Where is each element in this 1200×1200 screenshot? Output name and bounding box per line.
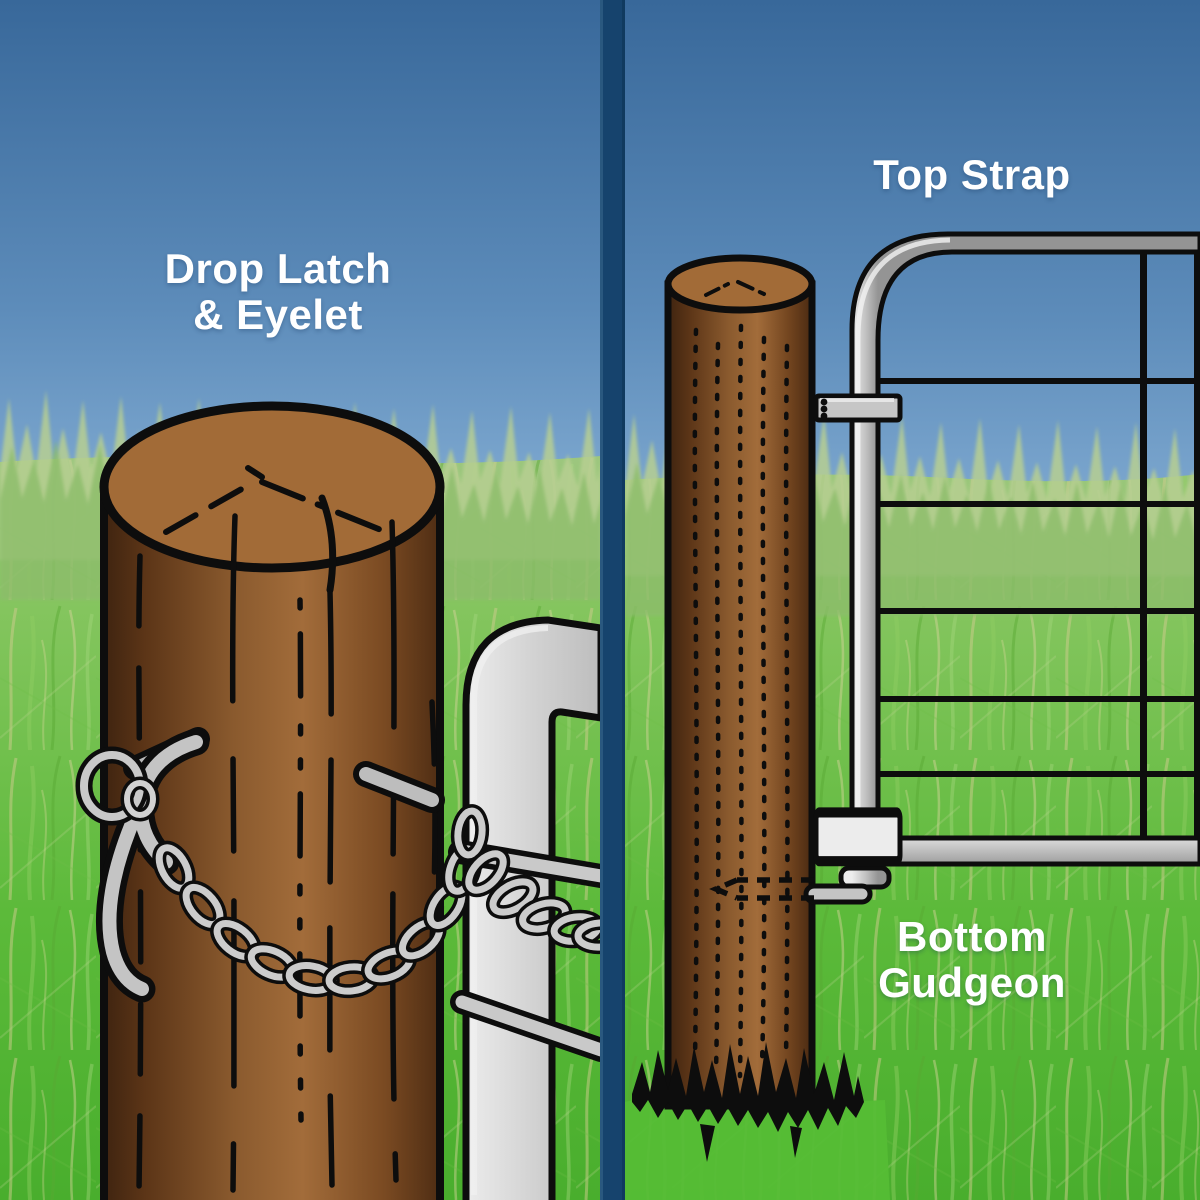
top-strap bbox=[813, 393, 903, 867]
top-strap-label: Top Strap bbox=[873, 151, 1071, 198]
right-post-wood-grain bbox=[692, 323, 790, 1079]
gate-bars bbox=[874, 240, 1200, 862]
chain bbox=[152, 804, 490, 999]
right-panel bbox=[624, 0, 1200, 1200]
bottom-gudgeon-label-line2: Gudgeon bbox=[878, 959, 1066, 1006]
grass-patch bbox=[624, 1093, 890, 1200]
bottom-gudgeon-label-line1: Bottom bbox=[897, 913, 1047, 960]
gate-edge-brace bbox=[1194, 240, 1200, 862]
bottom-gudgeon-label: Bottom Gudgeon bbox=[878, 914, 1066, 1006]
gudgeon-pin-hidden bbox=[709, 877, 814, 901]
drop-latch-label-line1: Drop Latch bbox=[164, 245, 392, 292]
gate-bottom-rail bbox=[861, 835, 1200, 867]
right-fence-post bbox=[664, 254, 816, 1110]
gudgeon-pin bbox=[803, 883, 873, 905]
left-panel bbox=[0, 0, 601, 1200]
strap-bolt bbox=[820, 405, 828, 413]
panel-divider bbox=[600, 0, 625, 1200]
grass-tufts bbox=[632, 1042, 864, 1132]
strap-bolt bbox=[820, 398, 828, 406]
drop-latch-label-line2: & Eyelet bbox=[193, 291, 363, 338]
bottom-gudgeon bbox=[709, 865, 892, 905]
right-gate bbox=[709, 231, 1200, 905]
drop-latch-assembly bbox=[75, 727, 601, 1003]
left-fence-post bbox=[99, 401, 445, 1200]
drop-latch-label: Drop Latch & Eyelet bbox=[165, 246, 392, 338]
latch-anchor-pin bbox=[353, 761, 445, 813]
eyelet-ring bbox=[75, 746, 160, 826]
gate-stile-and-top-rail bbox=[849, 231, 1200, 871]
gate-vertical-brace bbox=[1140, 240, 1147, 862]
strap-bolt bbox=[820, 412, 828, 420]
right-post-top-cracks bbox=[704, 280, 766, 297]
